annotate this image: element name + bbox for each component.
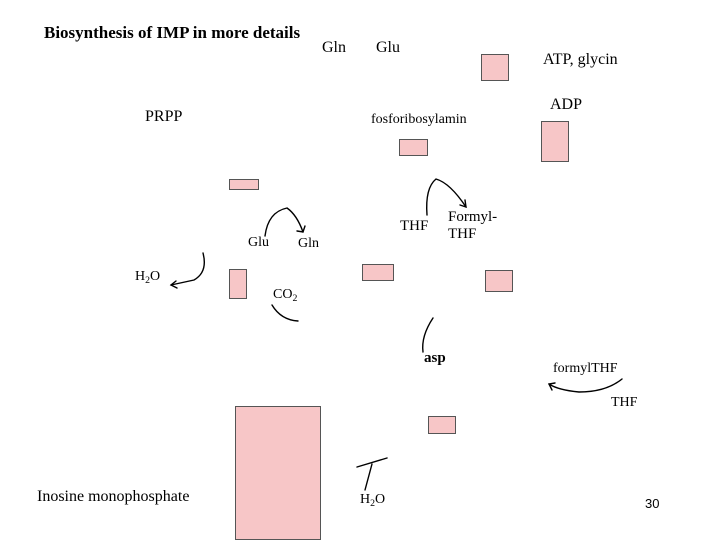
- slide-title: Biosynthesis of IMP in more details: [44, 23, 301, 42]
- label-thf-right: THF: [611, 395, 638, 410]
- h2o-bottom-sub: 2: [370, 497, 376, 509]
- label-gln-top: Gln: [322, 39, 346, 56]
- placeholder-box-fosforibosylamin: [399, 139, 428, 156]
- label-adp: ADP: [550, 96, 583, 113]
- label-prpp: PRPP: [145, 108, 183, 125]
- arrow-h2o-left: [170, 252, 206, 286]
- placeholder-box-prpp: [229, 179, 259, 190]
- h2o-left-sub: 2: [145, 274, 151, 286]
- co2-c: CO: [273, 287, 293, 302]
- arrow-thf-formyl: [426, 178, 467, 216]
- co2-sub: 2: [292, 292, 298, 304]
- label-inosine: Inosine monophosphate: [37, 488, 190, 505]
- arrow-h2o-bottom: [364, 463, 373, 491]
- page-number: 30: [645, 496, 660, 511]
- h2o-left-h: H: [135, 269, 146, 284]
- placeholder-box-right: [485, 270, 513, 292]
- arrow-formylthf: [548, 378, 623, 393]
- label-formylthf-right: formylTHF: [553, 361, 618, 376]
- placeholder-box-adp: [541, 121, 569, 162]
- arrowhead-formylthf: [547, 382, 556, 391]
- label-gln-mid: Gln: [298, 236, 319, 251]
- label-formyl-thf-line1: Formyl-: [448, 209, 498, 225]
- arrowhead-h2o-left: [169, 280, 178, 289]
- label-formyl-thf-line2: THF: [448, 226, 477, 242]
- h2o-bottom-o: O: [375, 492, 386, 507]
- label-co2: CO2: [273, 287, 298, 304]
- arrow-co2: [271, 304, 299, 322]
- label-glu-mid: Glu: [248, 235, 269, 250]
- label-glu-top: Glu: [376, 39, 400, 56]
- h2o-left-o: O: [150, 269, 161, 284]
- label-thf-mid: THF: [400, 218, 429, 234]
- placeholder-box-small-bottom: [428, 416, 456, 434]
- arrowhead-thf-formyl: [459, 199, 467, 209]
- arrow-h2o-bottom-tick: [356, 457, 388, 468]
- label-asp: asp: [424, 350, 446, 366]
- label-h2o-left: H2O: [135, 269, 161, 286]
- label-h2o-bottom: H2O: [360, 492, 386, 509]
- label-atp-glycin: ATP, glycin: [543, 51, 618, 68]
- placeholder-box-inosine: [235, 406, 321, 540]
- placeholder-box-left: [229, 269, 247, 299]
- placeholder-box-mid: [362, 264, 394, 281]
- placeholder-box-atp: [481, 54, 509, 81]
- label-fosforibosylamin: fosforibosylamin: [371, 112, 467, 127]
- label-formyl-thf: Formyl- THF: [448, 209, 497, 243]
- arrowhead-glu-gln: [296, 225, 306, 233]
- h2o-bottom-h: H: [360, 492, 371, 507]
- arrow-glu-gln: [264, 207, 304, 237]
- arrow-asp: [422, 317, 434, 353]
